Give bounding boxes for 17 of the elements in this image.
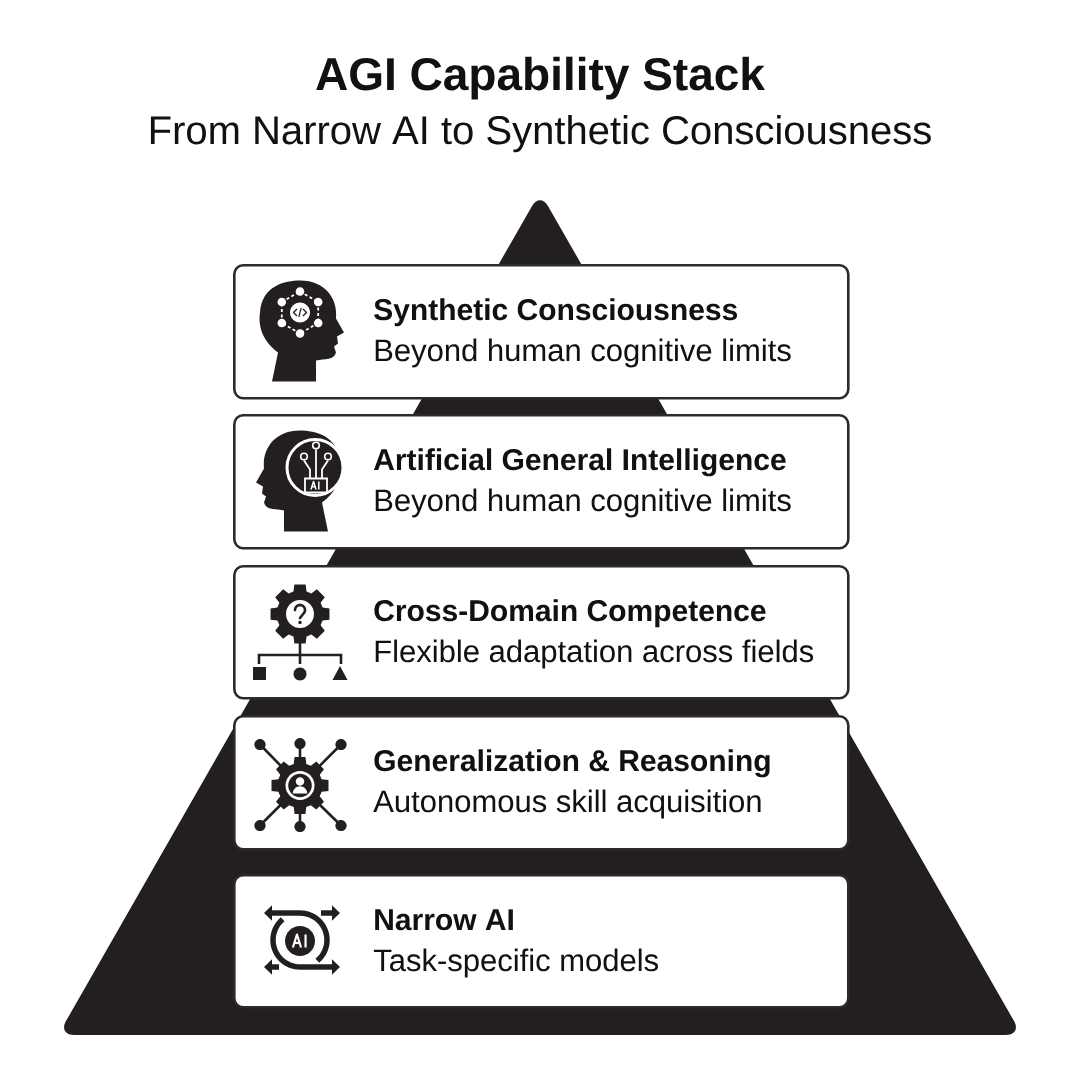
level-heading: Generalization & Reasoning <box>374 749 770 778</box>
level-box <box>233 874 850 1009</box>
level-box <box>233 264 850 400</box>
level-heading: Narrow AI <box>375 909 513 931</box>
level-heading: Synthetic Consciousness <box>374 298 738 327</box>
level-description: Beyond human cognitive limits <box>375 338 791 368</box>
level-description: Beyond human cognitive limits <box>375 488 791 518</box>
level-box <box>233 414 850 550</box>
level-description: Task-specific models <box>373 948 658 978</box>
level-heading: Artificial General Intelligence <box>373 448 786 477</box>
level-description: Autonomous skill acquisition <box>373 789 761 819</box>
title: AGI Capability Stack <box>316 56 765 100</box>
level-description: Flexible adaptation across fields <box>375 639 814 669</box>
level-box <box>233 565 850 700</box>
level-box <box>233 715 850 851</box>
level-heading: Cross-Domain Competence <box>374 599 766 628</box>
subtitle: From Narrow AI to Synthetic Consciousness <box>150 115 931 153</box>
